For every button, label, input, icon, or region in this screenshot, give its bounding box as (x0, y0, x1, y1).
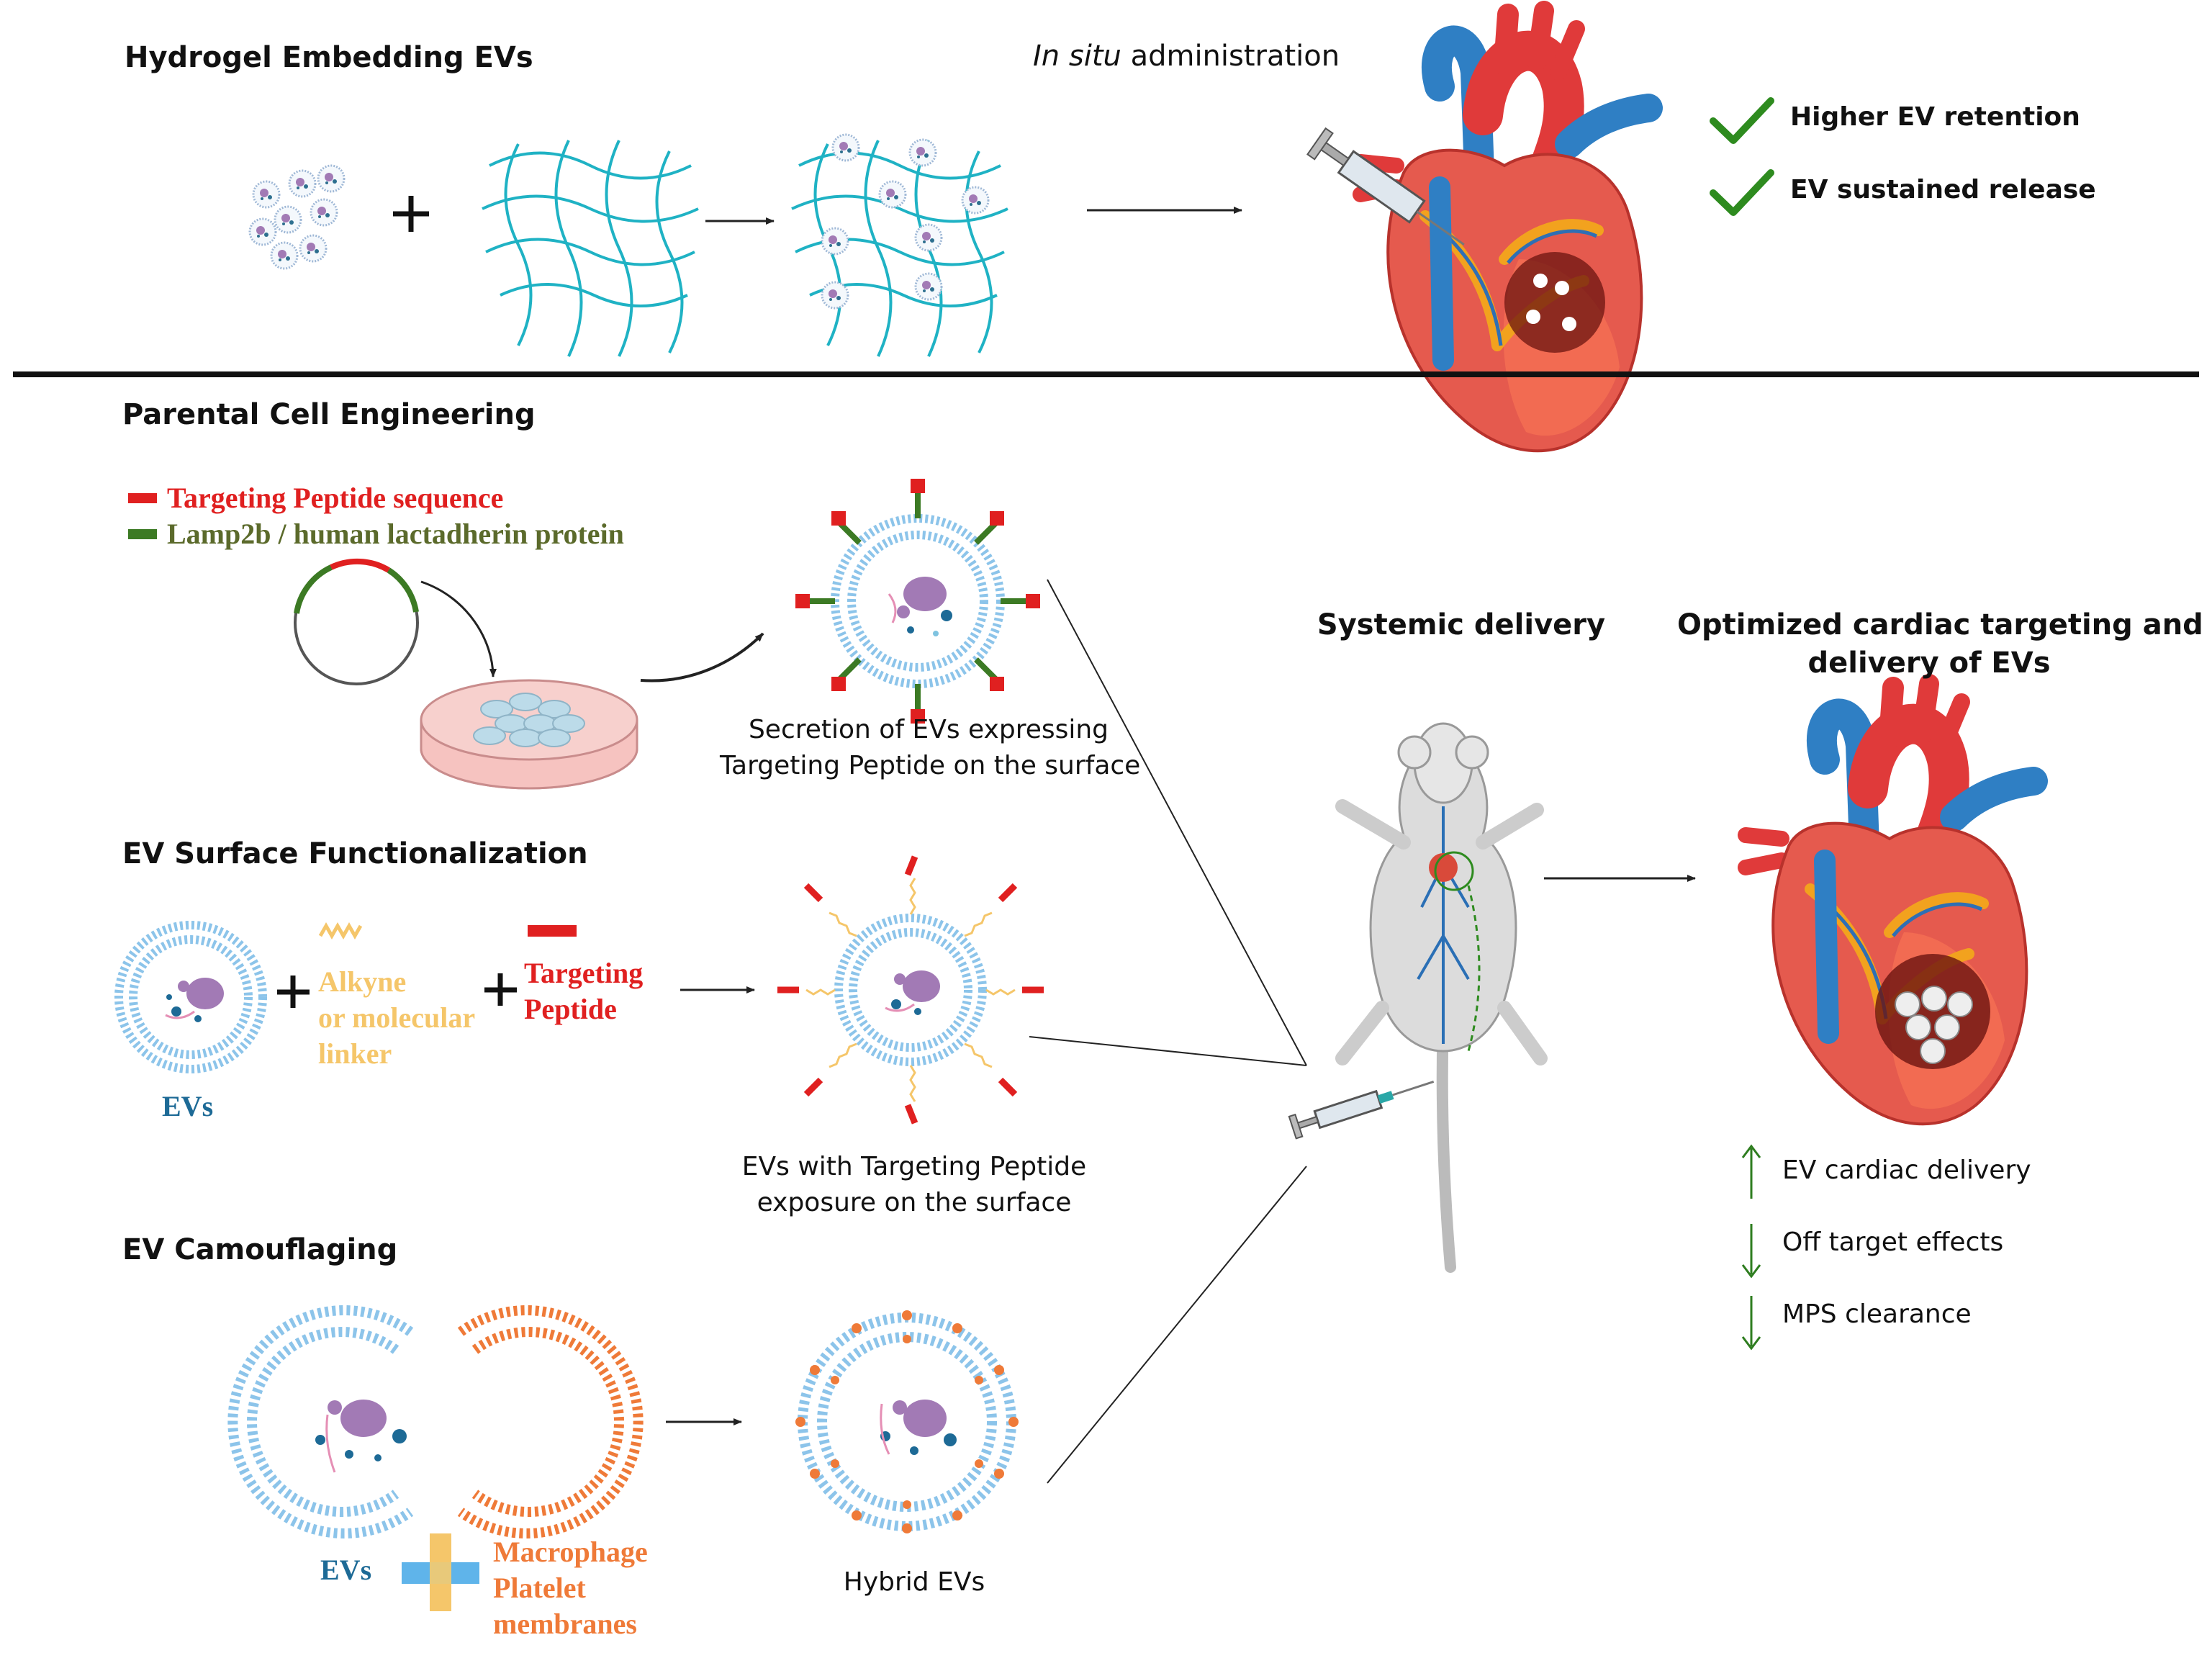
linker-label-3: linker (318, 1037, 392, 1070)
benefit-retention: Higher EV retention (1790, 102, 2080, 132)
legend-red-swatch (128, 493, 157, 503)
section-title-camouflage: EV Camouflaging (122, 1233, 398, 1266)
caption-functionalized-2: exposure on the surface (757, 1188, 1072, 1217)
arrow-plasmid-to-dish (420, 580, 497, 677)
outcome-arrows (1741, 1144, 1761, 1351)
check-icon-2 (1710, 169, 1774, 216)
caption-functionalized-1: EVs with Targeting Peptide (741, 1152, 1087, 1181)
arrow-dish-to-ev (640, 632, 764, 682)
hybrid-ev-icon (795, 1310, 1019, 1533)
outcome-off-target: Off target effects (1782, 1227, 2004, 1257)
in-situ-label: In situ administration (1033, 40, 1340, 73)
camo-evs-label: EVs (320, 1554, 372, 1586)
injected-heart (1360, 11, 1648, 451)
legend-peptide-label: Targeting Peptide sequence (167, 482, 504, 514)
plus-sign-2 (277, 976, 310, 1008)
tail-syringe-icon (1288, 1081, 1435, 1140)
syringe-icon (1306, 127, 1465, 245)
down-arrow-icon-2 (1741, 1296, 1761, 1351)
caption-secretion-2: Targeting Peptide on the surface (720, 751, 1141, 780)
linker-label-2: or molecular (318, 1001, 476, 1034)
membrane-label-3: membranes (493, 1608, 637, 1640)
peptide-label-2: Peptide (524, 993, 617, 1025)
systemic-delivery-title: Systemic delivery (1317, 608, 1606, 641)
section-title-surface: EV Surface Functionalization (122, 837, 588, 870)
caption-secretion-1: Secretion of EVs expressing (748, 715, 1109, 744)
mouse-icon (1335, 722, 1548, 1273)
ev-membrane-arc (227, 1305, 414, 1538)
targeted-heart (1746, 684, 2033, 1124)
section-title-parental: Parental Cell Engineering (122, 398, 536, 431)
legend-lamp2b-label: Lamp2b / human lactadherin protein (167, 518, 624, 550)
benefit-release: EV sustained release (1790, 175, 2096, 204)
plus-sign (393, 196, 429, 232)
membrane-label-1: Macrophage (493, 1536, 648, 1568)
linker-label-1: Alkyne (318, 965, 407, 998)
ev-loaded-hydrogel (791, 133, 1008, 357)
petri-dish-icon (420, 679, 638, 790)
membrane-label-2: Platelet (493, 1572, 586, 1604)
peptide-swatch (528, 925, 577, 937)
linker-icon (318, 922, 363, 940)
in-situ-rest: administration (1121, 40, 1340, 73)
outcome-mps-clearance: MPS clearance (1782, 1299, 1972, 1329)
peptide-label-1: Targeting (524, 957, 644, 989)
plus-sign-3 (484, 973, 517, 1006)
evs-label: EVs (162, 1090, 214, 1122)
functionalized-ev-icon (777, 855, 1044, 1125)
plain-ev-icon (114, 921, 267, 1073)
ev-cluster (248, 164, 346, 270)
converging-lines (1029, 579, 1307, 1484)
plus-icon-colored (402, 1533, 479, 1611)
optimized-title-2: delivery of EVs (1807, 646, 2051, 680)
plasmid-icon (294, 558, 419, 685)
section-title-hydrogel: Hydrogel Embedding EVs (125, 41, 533, 74)
engineered-ev-icon (795, 479, 1040, 724)
optimized-title-1: Optimized cardiac targeting and (1677, 608, 2203, 641)
down-arrow-icon (1741, 1224, 1761, 1279)
up-arrow-icon (1741, 1144, 1761, 1199)
outcome-cardiac-delivery: EV cardiac delivery (1782, 1155, 2031, 1185)
hybrid-evs-label: Hybrid EVs (843, 1567, 985, 1597)
hydrogel-mesh (482, 140, 699, 357)
macrophage-membrane-arc (457, 1305, 644, 1538)
legend-green-swatch (128, 529, 157, 539)
check-icon-1 (1710, 97, 1774, 144)
in-situ-italic: In situ (1033, 40, 1121, 73)
